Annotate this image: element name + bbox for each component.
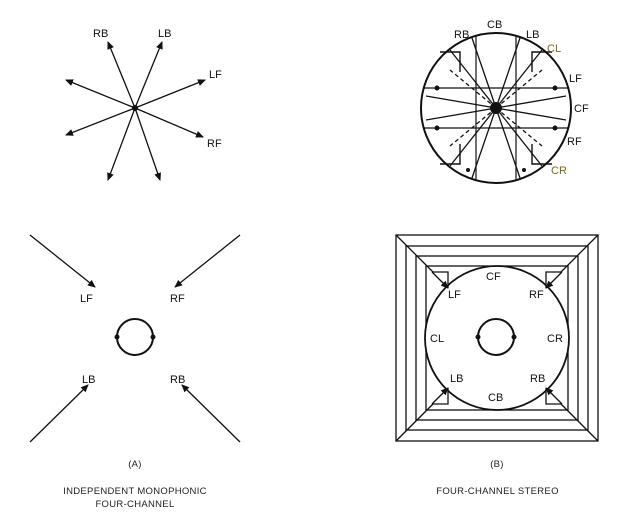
listener-ear-left-b [475,334,481,340]
panel-b-letter: (B) [490,459,504,470]
panel-a-letter: (A) [128,459,142,470]
panel-b-caption: FOUR-CHANNEL STEREO [436,486,559,497]
label-a-bottom-rf: RF [170,293,185,305]
label-a-top-rb: RB [93,28,108,40]
panel-b-center-dot [490,102,502,114]
label-a-top-lb: LB [158,28,171,40]
panel-b-circle-diagram [420,32,572,184]
label-b-top-lf: LF [569,73,582,85]
panel-b-square-diagram [395,234,599,442]
label-b-top-cb: CB [487,19,502,31]
panel-a-star [65,41,206,181]
panel-a-caption-line1: INDEPENDENT MONOPHONIC [63,486,207,497]
arrow-down-right [134,107,162,181]
listener-ear-right-b [511,334,517,340]
label-b-top-lb: LB [526,29,539,41]
corner-dot [434,125,440,131]
corner-dot [522,168,526,172]
listener-head-a [116,318,154,356]
label-b-bottom-cl: CL [430,333,444,345]
label-b-bottom-cb: CB [488,392,503,404]
panel-b-corner-arrows [431,271,563,405]
stage-circle [420,32,572,184]
label-b-bottom-rb: RB [530,373,545,385]
label-a-bottom-lf: LF [80,293,93,305]
label-b-bottom-cr: CR [547,333,563,345]
arrow-left-down [65,107,136,136]
label-a-bottom-rb: RB [170,374,185,386]
label-a-top-lf: LF [209,69,222,81]
corner-dot [466,168,470,172]
label-b-top-cl: CL [547,43,561,55]
label-b-top-cr: CR [551,165,567,177]
arrow-down-left [107,107,136,181]
listener-ear-right-a [150,334,156,340]
label-a-bottom-lb: LB [82,374,95,386]
label-b-bottom-rf: RF [529,289,544,301]
arrow-rb-in [181,384,241,443]
arrow-lb-up [134,41,163,109]
label-b-bottom-cf: CF [486,271,501,283]
panel-a-caption-line2: FOUR-CHANNEL [95,499,175,510]
arrow-left-up [65,79,136,109]
corner-dot [434,85,440,91]
label-b-bottom-lf: LF [448,289,461,301]
arrow-rf [134,107,204,138]
corner-dot [552,125,558,131]
arrow-lf-in [29,234,96,288]
label-a-top-rf: RF [207,138,222,150]
label-b-top-rb: RB [454,29,469,41]
corner-dot [552,85,558,91]
label-b-top-rf: RF [567,136,582,148]
arrow-rf-in [174,234,241,288]
panel-a-arrows [29,234,241,443]
arrow-lb-in [29,384,89,443]
label-b-bottom-lb: LB [450,373,463,385]
arrow-lf [134,79,206,109]
arrow-rb-up [107,41,136,109]
listener-ear-left-a [114,334,120,340]
panel-a-star-center [132,105,138,111]
label-b-top-cf: CF [574,103,589,115]
